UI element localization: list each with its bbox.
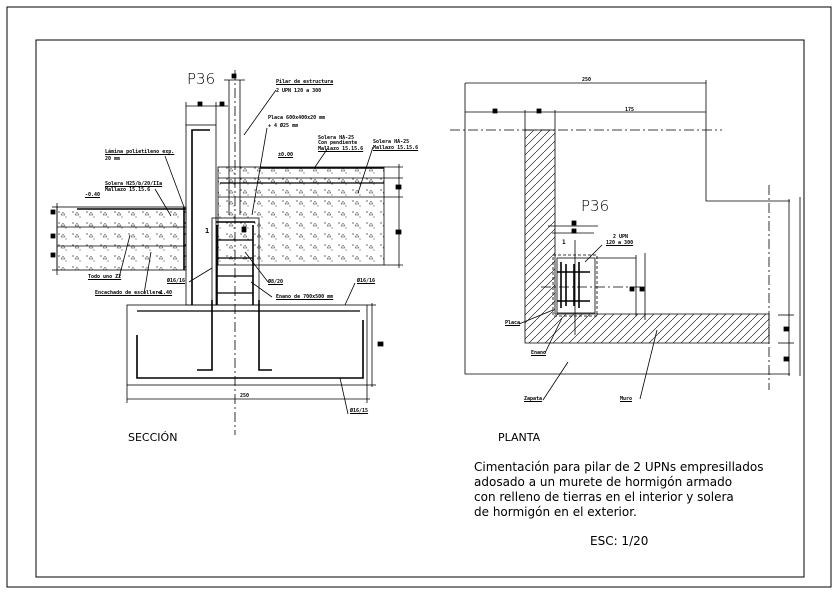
plan-column-label: P36 — [581, 197, 610, 215]
plan-label-zapata: Zapata — [524, 396, 543, 402]
label-lamina2: 20 mm — [105, 156, 121, 162]
label-bar-16b: Ø16/16 — [357, 278, 376, 284]
label-lamina: Lámina polietileno exp. — [105, 149, 175, 155]
plan-drawing — [450, 80, 801, 401]
label-enano: Enano de 700x500 mm — [276, 294, 334, 300]
label-estribo: Ø8/20 — [268, 279, 284, 285]
plan-label-enano: Enano — [531, 350, 547, 356]
label-solera-right2: Mallazo 15.15.6 — [373, 145, 419, 151]
label-encachado: Encachado de escollera — [95, 290, 162, 296]
level-top: ±0.00 — [278, 152, 294, 158]
plan-ref: 1 — [562, 239, 566, 246]
label-placa-bars: + 4 Ø25 mm — [268, 123, 299, 129]
plan-label-muro: Muro — [620, 396, 633, 402]
label-bar-15: Ø16/15 — [350, 408, 369, 414]
level-left: -0.40 — [85, 192, 101, 198]
label-solera-pend2: Con pendiente — [318, 140, 358, 146]
plan-label-upn2: 120 a 300 — [606, 240, 634, 246]
label-upn: 2 UPN 120 a 300 — [276, 88, 322, 94]
label-pilar: Pilar de estructura — [276, 79, 334, 85]
label-bar-16: Ø16/16 — [167, 278, 186, 284]
inner-frame — [35, 39, 805, 578]
level-bottom: -1.40 — [157, 290, 173, 296]
section-title: SECCIÓN — [128, 431, 178, 444]
description: Cimentación para pilar de 2 UPNs empresi… — [474, 460, 764, 519]
dim-width: 250 — [240, 393, 250, 399]
plan-title: PLANTA — [498, 431, 541, 444]
plan-dim-total: 250 — [582, 77, 592, 83]
plan-label-placa: Placa — [505, 320, 521, 326]
label-placa: Placa 600x400x20 mm — [268, 115, 326, 121]
label-solera-pend: Solera HA-25 — [318, 135, 355, 141]
outer-frame — [6, 6, 832, 588]
label-solera-left2: Mallazo 15.15.6 — [105, 187, 151, 193]
section-ref: 1 — [205, 227, 210, 235]
section-column-label: P36 — [187, 70, 216, 88]
label-todo-uno: Todo uno Z2 — [88, 274, 122, 280]
plan-label-upn: 2 UPN — [613, 234, 629, 240]
plan-dim-part: 175 — [625, 107, 635, 113]
label-solera-left: Solera H25/b/20/IIa — [105, 181, 163, 187]
scale-label: ESC: 1/20 — [590, 534, 649, 548]
label-solera-pend3: Mallazo 15.15.6 — [318, 146, 364, 152]
section-drawing — [50, 70, 403, 435]
label-solera-right: Solera HA-25 — [373, 139, 410, 145]
